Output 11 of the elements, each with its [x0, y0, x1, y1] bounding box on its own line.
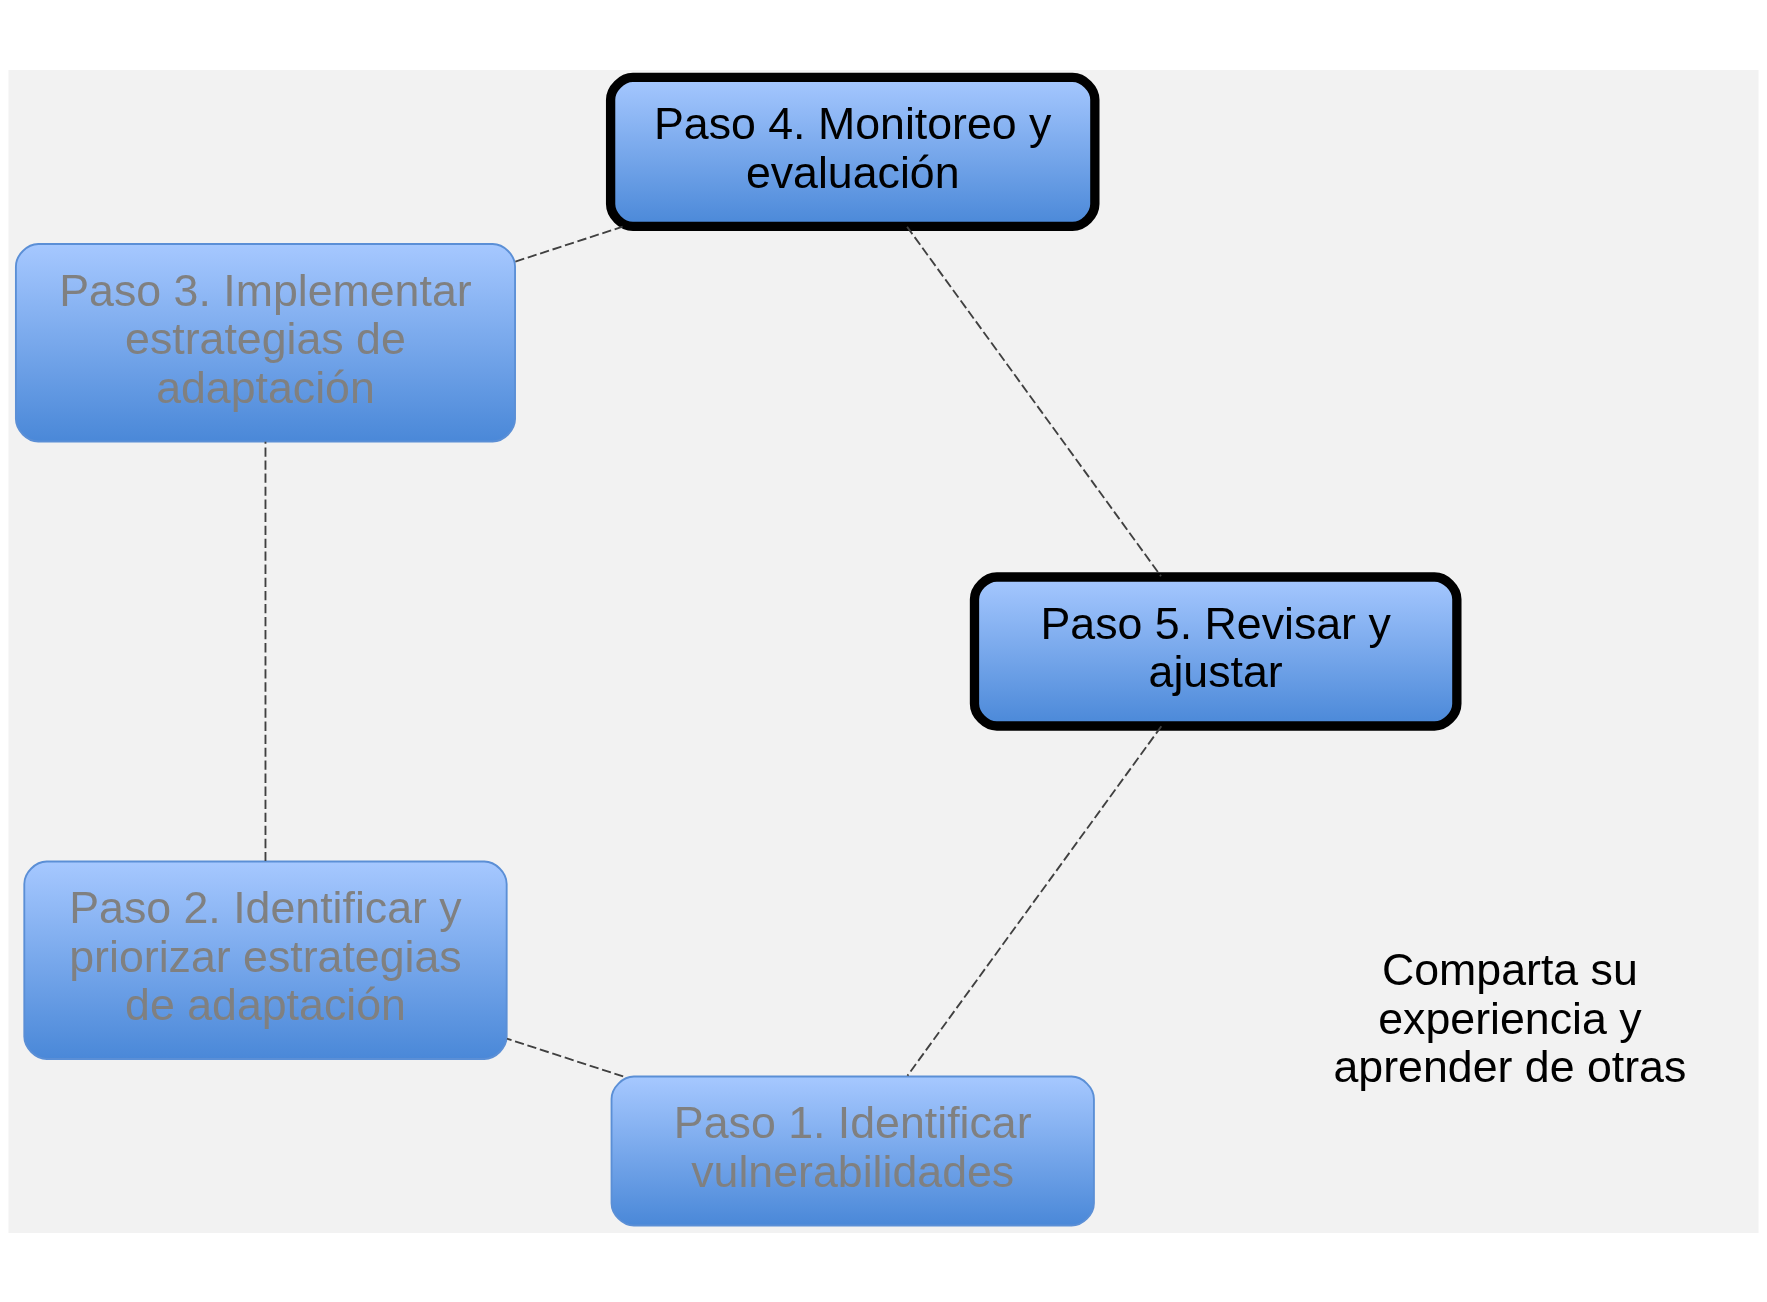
connector [514, 225, 624, 262]
connector [906, 724, 1163, 1077]
node-box: Paso 5. Revisar y ajustar [969, 571, 1462, 731]
connector [906, 225, 1162, 577]
label: Comparta su experiencia y aprender de otras [1333, 944, 1687, 1091]
connector [506, 1037, 625, 1077]
node-box: Paso 3. Implementar estrategias de adaptación [15, 242, 516, 442]
node-box: Paso 1. Identificar vulnerabilidades [610, 1075, 1095, 1226]
node-box: Paso 2. Identificar y priorizar estrategias de adaptación [23, 860, 508, 1060]
connector [264, 440, 267, 862]
node-box: Paso 4. Monitoreo y evaluación [605, 72, 1100, 231]
